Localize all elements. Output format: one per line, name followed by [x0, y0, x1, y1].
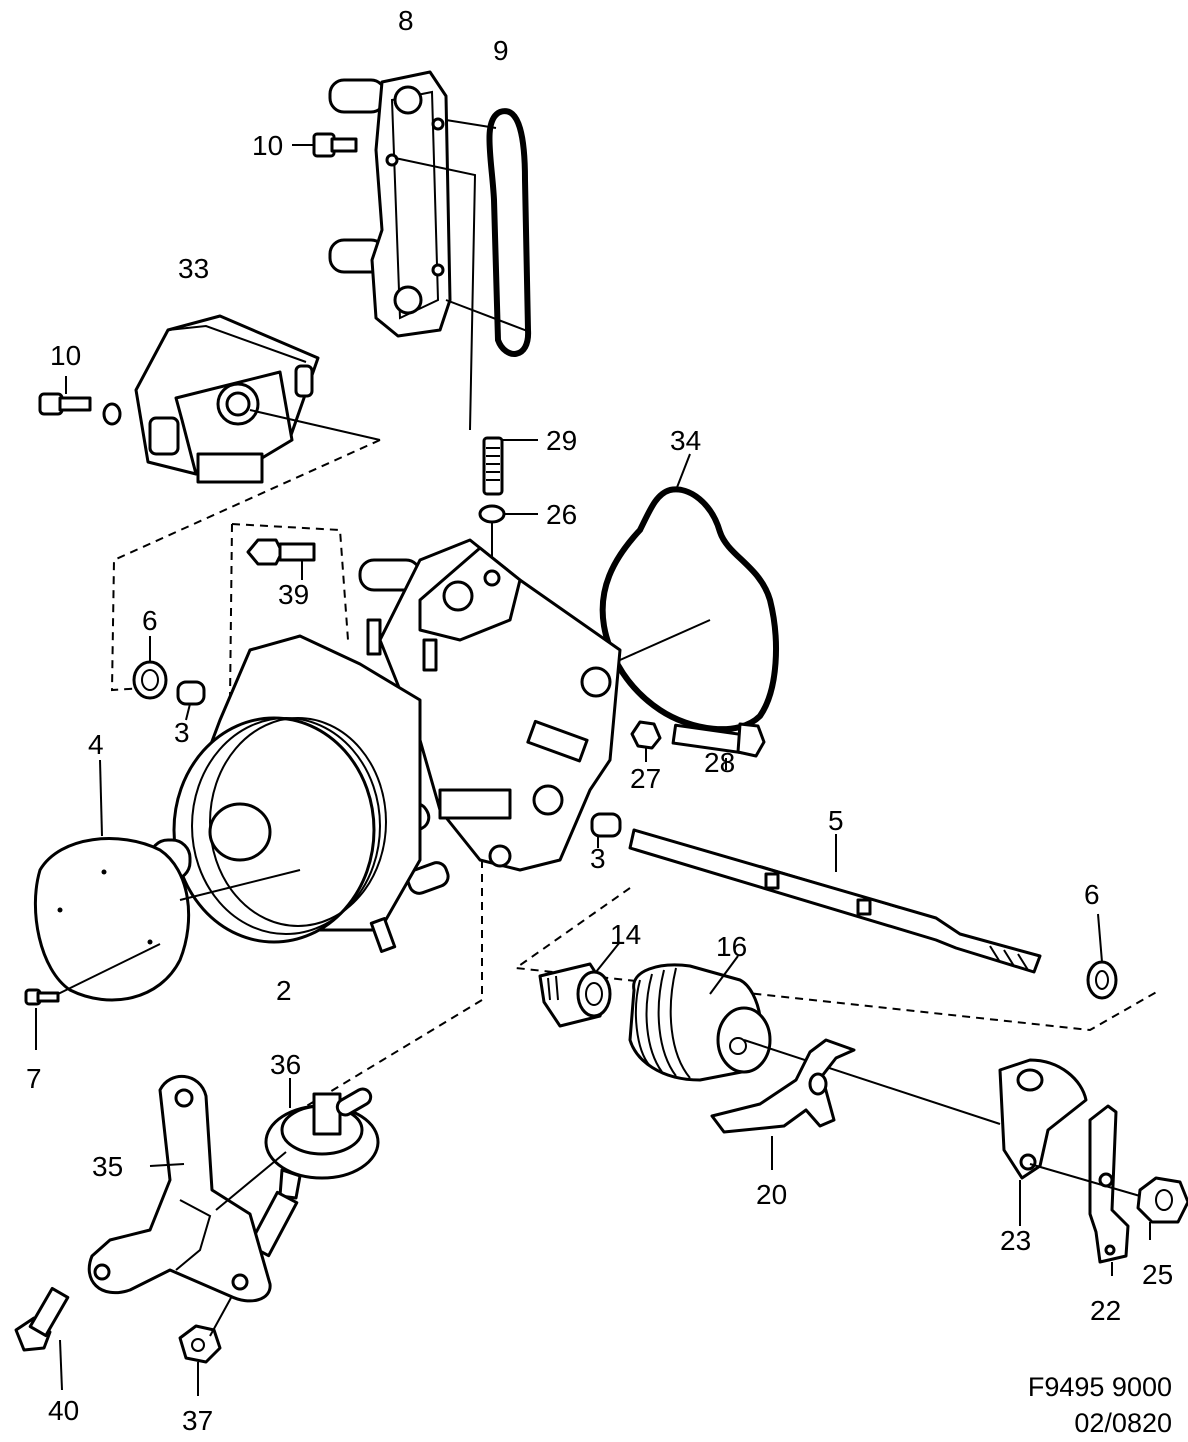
- label-20: 20: [756, 1179, 787, 1210]
- reference-date: 02/0820: [1074, 1408, 1172, 1438]
- part-16-spring: [628, 955, 1001, 1125]
- part-39-bolt: [246, 538, 316, 580]
- label-10-top: 10: [252, 130, 283, 161]
- part-4-cover-plate: [33, 759, 301, 1002]
- part-20-lever: [710, 1038, 856, 1170]
- label-3-right: 3: [590, 843, 606, 874]
- reference-code: F9495 9000: [1028, 1372, 1172, 1402]
- part-7-screw: [24, 988, 60, 1050]
- part-5-shaft: [628, 828, 1042, 974]
- part-35-bracket: [87, 1074, 287, 1303]
- label-40: 40: [48, 1395, 79, 1426]
- label-16: 16: [716, 931, 747, 962]
- label-7: 7: [26, 1063, 42, 1094]
- label-3-left: 3: [174, 717, 190, 748]
- label-25: 25: [1142, 1259, 1173, 1290]
- label-22: 22: [1090, 1295, 1121, 1326]
- label-28: 28: [704, 747, 735, 778]
- part-22-bracket: [1088, 1104, 1130, 1276]
- part-25-nut: [1029, 1163, 1188, 1240]
- label-37: 37: [182, 1405, 213, 1436]
- part-10-screw-top: [292, 132, 358, 158]
- label-14: 14: [610, 919, 641, 950]
- drawing-reference: F9495 9000 02/0820: [1028, 1372, 1172, 1438]
- label-5: 5: [828, 805, 844, 836]
- label-8: 8: [398, 5, 414, 36]
- label-35: 35: [92, 1151, 123, 1182]
- part-37-nut: [178, 1295, 233, 1396]
- label-6-right: 6: [1084, 879, 1100, 910]
- throttle-body-housing: [148, 538, 622, 953]
- part-3-bushing-left: [176, 680, 206, 721]
- part-8-coolant-flange: [328, 70, 477, 431]
- part-34-gasket: [599, 453, 779, 733]
- label-26: 26: [546, 499, 577, 530]
- label-4: 4: [88, 729, 104, 760]
- part-40-bolt: [14, 1286, 70, 1391]
- part-9-gasket: [445, 108, 532, 357]
- part-10-screw-lower: [38, 376, 122, 426]
- label-9: 9: [493, 35, 509, 66]
- part-27-nut: [630, 720, 662, 762]
- label-36: 36: [270, 1049, 301, 1080]
- label-23: 23: [1000, 1225, 1031, 1256]
- part-3-bushing-right: [590, 812, 622, 848]
- label-29: 29: [546, 425, 577, 456]
- label-39: 39: [278, 579, 309, 610]
- part-6-bushing-left: [132, 636, 168, 700]
- part-23-sector: [998, 1058, 1088, 1226]
- part-29-stud: [482, 436, 538, 496]
- label-6-left: 6: [142, 605, 158, 636]
- label-27: 27: [630, 763, 661, 794]
- part-36-dashpot: [247, 1078, 380, 1258]
- label-33: 33: [178, 253, 209, 284]
- part-28-bolt: [671, 722, 766, 770]
- label-10-lower: 10: [50, 340, 81, 371]
- part-33-throttle-sensor: [134, 314, 381, 484]
- part-14-plug: [538, 941, 621, 1028]
- part-6-bushing-right: [1086, 913, 1118, 1000]
- label-34: 34: [670, 425, 701, 456]
- callout-labels: 8 9 10 33 10 29 34 26 39 6 3 4 27 28 5 3…: [26, 5, 1173, 1436]
- label-2: 2: [276, 975, 292, 1006]
